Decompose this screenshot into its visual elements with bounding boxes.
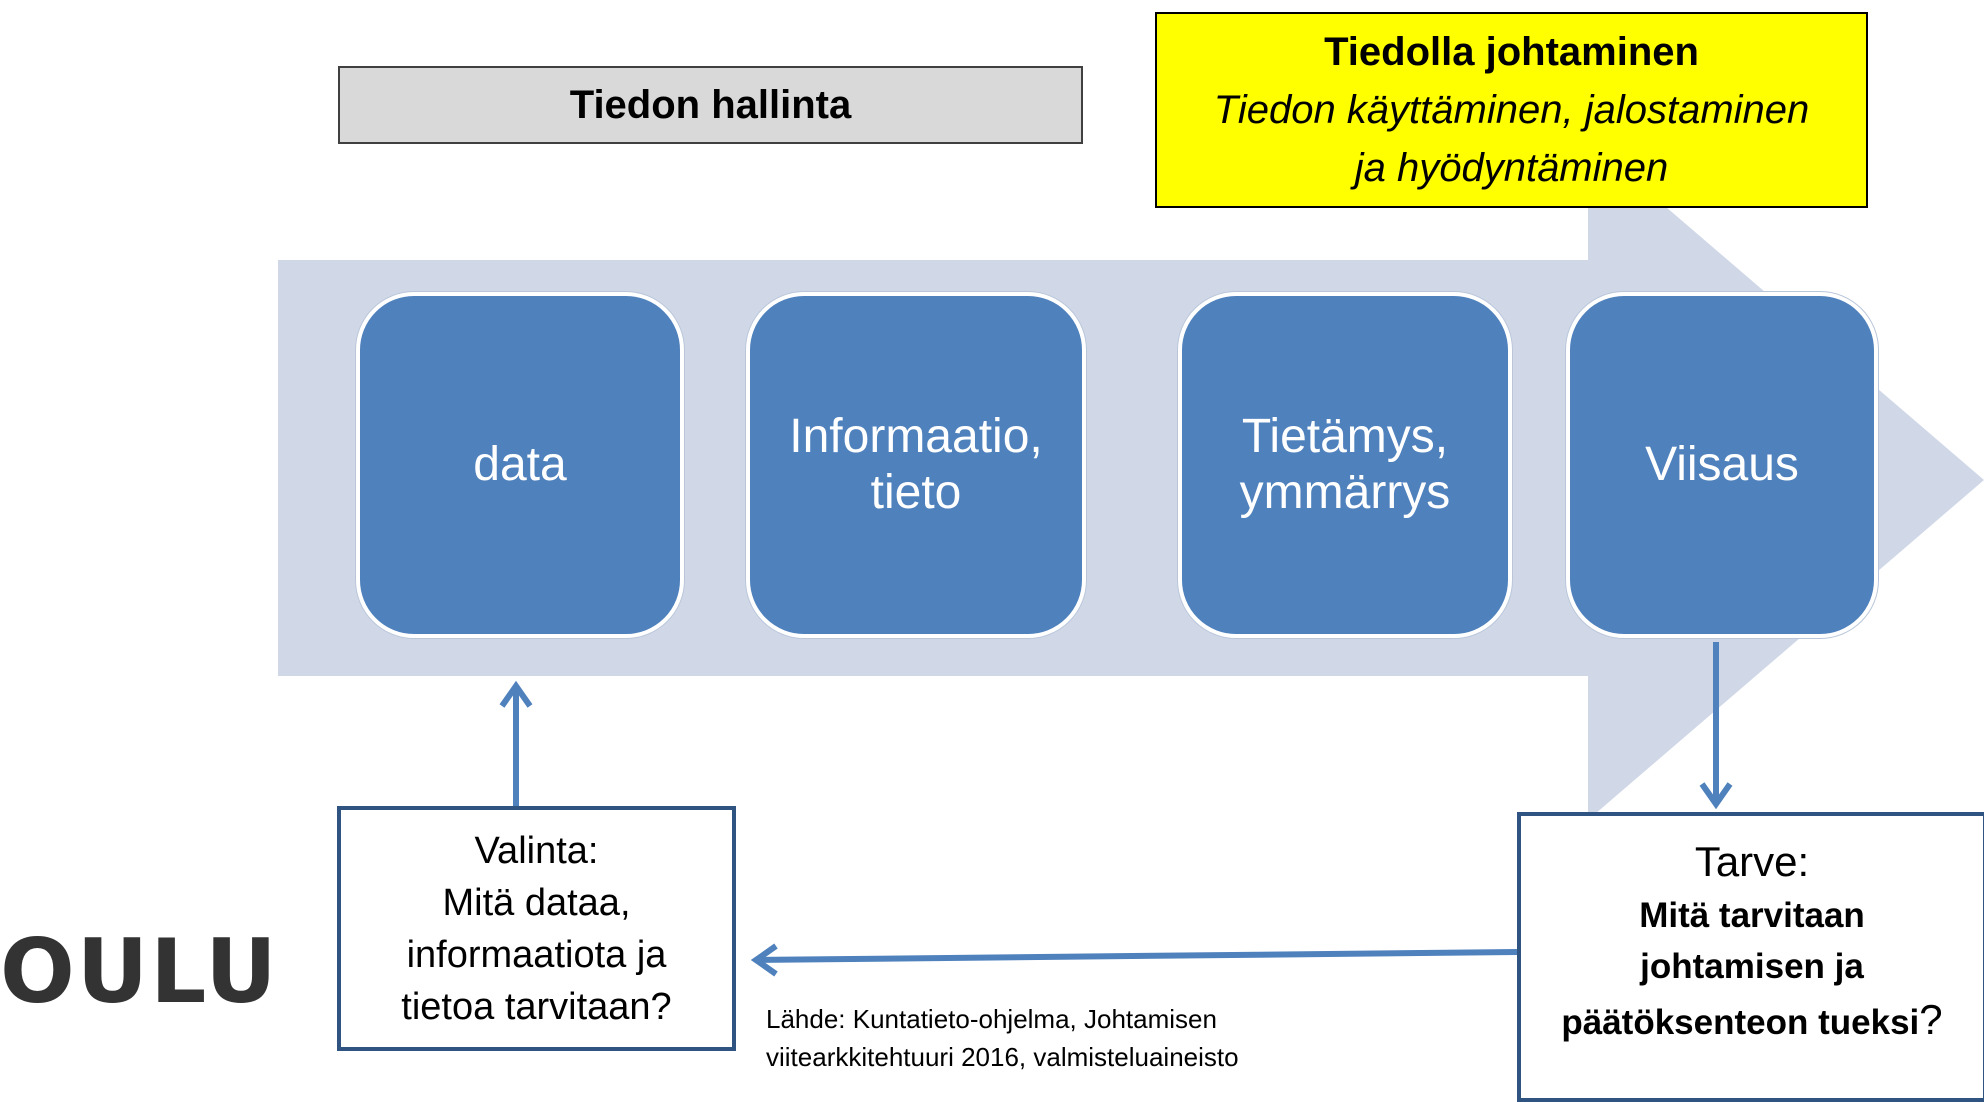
tiedolla-subtitle-line1: Tiedon käyttäminen, jalostaminen: [1213, 88, 1810, 132]
tarve-box: Tarve: Mitä tarvitaan johtamisen ja päät…: [1517, 812, 1984, 1102]
arrow-tarve-to-valinta: [755, 949, 1518, 963]
arrowhead-down: [1699, 782, 1733, 810]
tarve-line1: Mitä tarvitaan: [1639, 896, 1865, 935]
valinta-line2: Mitä dataa,: [442, 881, 631, 924]
tarve-line3-wrap: päätöksenteon tueksi?: [1561, 992, 1942, 1048]
tiedon-hallinta-box: Tiedon hallinta: [338, 66, 1083, 144]
tiedolla-subtitle-line2: ja hyödyntäminen: [1354, 146, 1669, 190]
stage-informaatio: Informaatio, tieto: [746, 292, 1086, 638]
logo-text: OULU: [0, 920, 279, 1023]
arrowhead-up: [499, 680, 533, 708]
stage-informaatio-line2: tieto: [870, 466, 962, 519]
tiedolla-johtaminen-box: Tiedolla johtaminen Tiedon käyttäminen, …: [1155, 12, 1868, 208]
tarve-line3: päätöksenteon tueksi: [1561, 1003, 1920, 1042]
tarve-line2: johtamisen ja: [1640, 947, 1864, 986]
tiedon-hallinta-label: Tiedon hallinta: [569, 82, 852, 127]
valinta-box: Valinta: Mitä dataa, informaatiota ja ti…: [337, 806, 736, 1051]
source-citation: Lähde: Kuntatieto-ohjelma, Johtamisen vi…: [766, 1000, 1326, 1076]
stage-tietamys-line2: ymmärrys: [1239, 466, 1451, 519]
tiedolla-title: Tiedolla johtaminen: [1324, 30, 1699, 74]
tarve-heading: Tarve:: [1694, 838, 1810, 885]
stage-data: data: [356, 292, 684, 638]
arrowhead-left: [750, 943, 778, 977]
valinta-line1: Valinta:: [474, 829, 599, 872]
stage-tietamys: Tietämys, ymmärrys: [1178, 292, 1512, 638]
stage-tietamys-line1: Tietämys,: [1241, 410, 1449, 463]
stage-informaatio-line1: Informaatio,: [789, 410, 1043, 463]
valinta-line3: informaatiota ja: [406, 933, 667, 976]
oulu-logo: OULU: [0, 920, 279, 1023]
stage-viisaus-label: Viisaus: [1645, 438, 1799, 491]
tarve-suffix: ?: [1919, 996, 1943, 1043]
stage-data-label: data: [473, 438, 567, 491]
source-line2: viitearkkitehtuuri 2016, valmisteluainei…: [766, 1042, 1239, 1072]
valinta-line4: tietoa tarvitaan?: [401, 985, 672, 1028]
source-line1: Lähde: Kuntatieto-ohjelma, Johtamisen: [766, 1004, 1217, 1034]
process-arrow: [278, 140, 1984, 820]
stage-viisaus: Viisaus: [1566, 292, 1878, 638]
